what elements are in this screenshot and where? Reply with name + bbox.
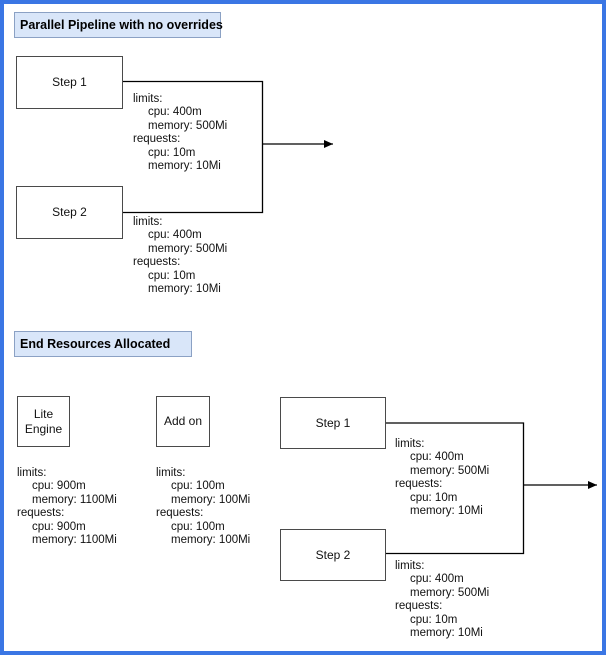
- resource-block-end-step1: limits: cpu: 400m memory: 500Mi requests…: [395, 438, 489, 518]
- node-lite-engine-label: Lite Engine: [24, 406, 63, 436]
- resource-line: cpu: 400m: [410, 451, 464, 464]
- resource-line: cpu: 400m: [148, 106, 202, 119]
- section-title-pipeline-label: Parallel Pipeline with no overrides: [20, 18, 223, 32]
- resource-line: requests:: [133, 256, 181, 269]
- node-pipeline-step2-label: Step 2: [52, 205, 87, 219]
- resource-line: memory: 500Mi: [410, 464, 490, 477]
- resource-line: cpu: 900m: [32, 520, 86, 533]
- resource-line: limits:: [17, 467, 47, 479]
- resource-line: cpu: 10m: [410, 491, 458, 504]
- resource-line: limits:: [395, 438, 425, 450]
- resource-line: limits:: [395, 560, 425, 572]
- resource-line: memory: 10Mi: [410, 627, 483, 640]
- node-add-on-label: Add on: [163, 414, 203, 428]
- resource-line: memory: 1100Mi: [32, 493, 117, 506]
- section-title-end-resources[interactable]: End Resources Allocated: [14, 331, 192, 357]
- resource-line: cpu: 900m: [32, 480, 86, 493]
- resource-block-lite-engine: limits: cpu: 900m memory: 1100Mi request…: [17, 467, 117, 547]
- resource-block-pipeline-step1: limits: cpu: 400m memory: 500Mi requests…: [133, 93, 227, 173]
- resource-line: memory: 100Mi: [171, 493, 251, 506]
- resource-line: memory: 500Mi: [148, 119, 228, 132]
- resource-line: cpu: 100m: [171, 520, 225, 533]
- node-pipeline-step1-label: Step 1: [52, 75, 87, 89]
- node-end-step1[interactable]: Step 1: [280, 397, 386, 449]
- node-end-step2[interactable]: Step 2: [280, 529, 386, 581]
- resource-line: cpu: 400m: [410, 573, 464, 586]
- resource-block-end-step2: limits: cpu: 400m memory: 500Mi requests…: [395, 560, 489, 640]
- node-pipeline-step1[interactable]: Step 1: [16, 56, 123, 109]
- resource-line: cpu: 100m: [171, 480, 225, 493]
- section-title-end-resources-label: End Resources Allocated: [20, 337, 171, 351]
- resource-block-pipeline-step2: limits: cpu: 400m memory: 500Mi requests…: [133, 216, 227, 296]
- resource-line: cpu: 10m: [148, 146, 196, 159]
- resource-line: memory: 100Mi: [171, 534, 251, 547]
- resource-line: limits:: [156, 467, 186, 479]
- resource-line: memory: 10Mi: [410, 505, 483, 518]
- resource-line: requests:: [395, 478, 443, 491]
- resource-line: requests:: [133, 133, 181, 146]
- resource-line: memory: 1100Mi: [32, 534, 117, 547]
- resource-block-add-on: limits: cpu: 100m memory: 100Mi requests…: [156, 467, 250, 547]
- resource-line: cpu: 10m: [148, 269, 196, 282]
- node-lite-engine[interactable]: Lite Engine: [17, 396, 70, 447]
- resource-line: cpu: 10m: [410, 613, 458, 626]
- resource-line: limits:: [133, 93, 163, 105]
- resource-line: memory: 10Mi: [148, 283, 221, 296]
- resource-line: memory: 500Mi: [410, 586, 490, 599]
- resource-line: memory: 500Mi: [148, 242, 228, 255]
- node-add-on[interactable]: Add on: [156, 396, 210, 447]
- resource-line: memory: 10Mi: [148, 160, 221, 173]
- resource-line: cpu: 400m: [148, 229, 202, 242]
- node-pipeline-step2[interactable]: Step 2: [16, 186, 123, 239]
- resource-line: limits:: [133, 216, 163, 228]
- node-end-step2-label: Step 2: [315, 547, 351, 562]
- section-title-pipeline[interactable]: Parallel Pipeline with no overrides: [14, 12, 223, 38]
- resource-line: requests:: [17, 507, 65, 520]
- node-end-step1-label: Step 1: [315, 415, 351, 430]
- resource-line: requests:: [395, 600, 443, 613]
- resource-line: requests:: [156, 507, 204, 520]
